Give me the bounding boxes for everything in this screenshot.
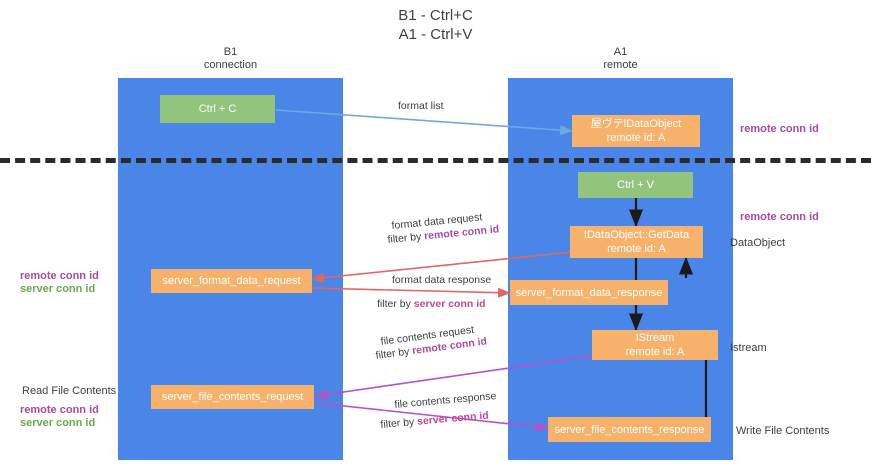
node-server-format-data-request[interactable]: server_format_data_request [151, 269, 312, 293]
filter-key-server-conn-id-1: server conn id [413, 298, 486, 310]
node-idataobject-getdata-line2: remote id: A [607, 243, 666, 255]
node-ctrl-v-label: Ctrl + V [617, 179, 654, 191]
edge-label-file-contents-response: file contents response [394, 390, 497, 411]
node-istream-line1: IStream [635, 332, 675, 344]
filter-prefix-4: filter by [380, 415, 418, 431]
filter-prefix-2: filter by [377, 298, 414, 310]
annotation-write-file-contents: Write File Contents [736, 425, 830, 437]
node-server-file-contents-response[interactable]: server_file_contents_response [548, 417, 711, 442]
annotation-left-remote-conn-id: remote conn id [20, 270, 99, 282]
node-server-file-contents-request-label: server_file_contents_request [161, 391, 304, 403]
node-server-file-contents-response-label: server_file_contents_response [554, 423, 705, 436]
diagram-title: B1 - Ctrl+C A1 - Ctrl+V [398, 7, 473, 43]
annotation-remote-conn-id-top: remote conn id [740, 123, 819, 135]
node-server-format-data-response[interactable]: server_format_data_response [510, 280, 668, 305]
node-idataobject-remote-line1: 屋ヴテlDataObject [590, 118, 682, 130]
section-divider [0, 158, 871, 163]
node-ctrl-c[interactable]: Ctrl + C [160, 95, 275, 123]
node-idataobject-getdata[interactable]: IDataObject::GetData remote id: A [570, 226, 703, 258]
node-server-file-contents-request[interactable]: server_file_contents_request [151, 385, 314, 409]
node-idataobject-remote[interactable]: 屋ヴテlDataObject remote id: A [572, 115, 700, 147]
annotation-remote-conn-id-mid: remote conn id [740, 211, 819, 223]
node-ctrl-c-label: Ctrl + C [198, 103, 237, 115]
edge-label-format-list: format list [398, 100, 444, 112]
node-istream-line2: remote id: A [625, 346, 685, 358]
edge-label-format-data-response-filter: filter by server conn id [377, 298, 486, 311]
node-idataobject-getdata-line1: IDataObject::GetData [583, 229, 690, 241]
node-server-format-data-response-label: server_format_data_response [515, 286, 663, 299]
column-header-b1: B1 connection [203, 46, 258, 71]
annotation-dataobject: DataObject [730, 237, 786, 249]
filter-prefix-1: filter by [387, 230, 425, 246]
annotation-left-server-conn-id: server conn id [20, 283, 96, 295]
node-server-format-data-request-label: server_format_data_request [162, 275, 301, 287]
node-ctrl-v[interactable]: Ctrl + V [578, 172, 693, 198]
node-istream[interactable]: IStream remote id: A [592, 330, 718, 360]
node-idataobject-remote-line2: remote id: A [606, 132, 666, 144]
edge-label-file-contents-response-filter: filter by server conn id [380, 410, 489, 432]
annotation-istream: Istream [730, 342, 767, 354]
column-header-a1: A1 remote [603, 46, 638, 71]
annotation-left-bottom-server-conn-id: server conn id [20, 417, 96, 429]
annotation-left-bottom-remote-conn-id: remote conn id [20, 404, 99, 416]
filter-key-server-conn-id-2: server conn id [416, 409, 490, 428]
edge-label-format-data-response: format data response [392, 274, 492, 286]
annotation-read-file-contents: Read File Contents [22, 385, 117, 397]
